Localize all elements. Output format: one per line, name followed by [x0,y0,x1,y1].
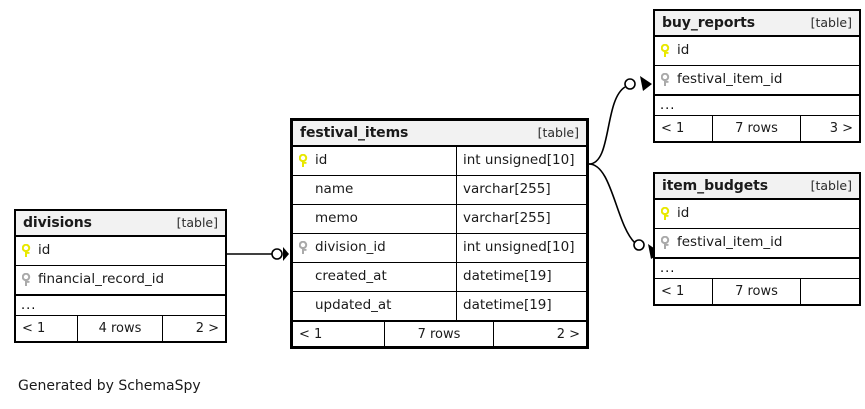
table-row[interactable]: memo varchar[255] [293,205,586,234]
column-name-label: financial_record_id [38,271,165,288]
pager-row-count: 7 rows [713,279,801,304]
table-header-item-budgets: item_budgets [table] [655,174,859,200]
table-title-festival-items: festival_items [300,125,409,141]
column-type-label: datetime[19] [456,292,586,320]
more-columns-indicator[interactable]: ... [655,95,859,116]
table-row[interactable]: created_at datetime[19] [293,263,586,292]
column-cell-id: id [293,147,456,175]
pager-row-count: 7 rows [385,322,494,346]
generated-by-caption: Generated by SchemaSpy [18,378,201,394]
pager-prev-button[interactable]: < 1 [16,316,78,341]
table-node-buy-reports[interactable]: buy_reports [table] id [653,9,861,143]
table-kind-buy-reports: [table] [810,14,852,30]
pager-row-count: 7 rows [713,116,801,141]
pager-next-button[interactable]: 2 > [195,321,219,336]
cardinality-zero-circle-divisions [271,248,283,260]
column-type-label: varchar[255] [456,205,586,233]
table-pager-festival-items: < 1 7 rows 2 > [293,321,586,346]
pager-prev-button[interactable]: < 1 [655,279,713,304]
column-name-label: id [677,205,690,222]
table-kind-festival-items: [table] [537,124,579,140]
table-row[interactable]: financial_record_id [16,266,225,295]
primary-key-icon [22,244,34,258]
column-type-label: int unsigned[10] [456,147,586,175]
cardinality-zero-circle-item-budgets [633,239,645,251]
pager-next-button[interactable]: 2 > [556,326,580,342]
table-node-item-budgets[interactable]: item_budgets [table] id [653,172,861,306]
table-kind-item-budgets: [table] [810,177,852,193]
table-columns-festival-items: id int unsigned[10] name varchar[255] me… [293,147,586,346]
column-cell-name: name [293,176,456,204]
table-row[interactable]: id [16,237,225,266]
table-row[interactable]: id [655,37,859,66]
table-columns-buy-reports: id festival_item_id ... < [655,37,859,141]
column-type-label: int unsigned[10] [456,234,586,262]
table-row[interactable]: updated_at datetime[19] [293,292,586,321]
foreign-key-icon [661,236,673,250]
table-header-divisions: divisions [table] [16,211,225,237]
table-header-buy-reports: buy_reports [table] [655,11,859,37]
column-cell-id: id [16,237,225,265]
crowsfoot-festival-items-to-buy-reports [640,76,652,91]
column-name-label: festival_item_id [677,71,783,88]
column-cell-created-at: created_at [293,263,456,291]
column-name-label: created_at [315,268,387,285]
column-type-label: datetime[19] [456,263,586,291]
pager-prev-button[interactable]: < 1 [655,116,713,141]
column-cell-memo: memo [293,205,456,233]
column-cell-financial-record-id: financial_record_id [16,266,225,294]
primary-key-icon [661,44,673,58]
table-title-item-budgets: item_budgets [662,178,768,194]
column-name-label: id [315,152,328,169]
table-row[interactable]: id int unsigned[10] [293,147,586,176]
column-type-label: varchar[255] [456,176,586,204]
column-cell-division-id: division_id [293,234,456,262]
table-header-festival-items: festival_items [table] [293,121,586,147]
column-name-label: memo [315,210,358,227]
foreign-key-icon [661,73,673,87]
column-name-label: division_id [315,239,386,256]
table-pager-divisions: < 1 4 rows 2 > [16,316,225,341]
foreign-key-icon [22,273,34,287]
column-name-label: updated_at [315,297,392,314]
relationship-festival-items-to-buy-reports [588,86,626,165]
more-columns-indicator[interactable]: ... [16,295,225,316]
column-name-label: id [677,42,690,59]
table-kind-divisions: [table] [176,214,218,230]
table-node-festival-items[interactable]: festival_items [table] id int unsigned[1… [290,118,589,349]
pager-row-count: 4 rows [78,316,163,341]
column-cell-id: id [655,37,859,65]
primary-key-icon [661,207,673,221]
column-name-label: festival_item_id [677,234,783,251]
table-title-divisions: divisions [23,215,92,231]
table-node-divisions[interactable]: divisions [table] id [14,209,227,343]
more-columns-indicator[interactable]: ... [655,258,859,279]
table-columns-item-budgets: id festival_item_id ... < [655,200,859,304]
relationship-festival-items-to-item-budgets [588,163,636,244]
table-pager-item-budgets: < 1 7 rows [655,279,859,304]
pager-next-button[interactable]: 3 > [829,121,853,136]
crowsfoot-divisions-to-festival-items [283,247,289,261]
table-pager-buy-reports: < 1 7 rows 3 > [655,116,859,141]
column-name-label: name [315,181,354,198]
table-row[interactable]: festival_item_id [655,229,859,258]
column-cell-updated-at: updated_at [293,292,456,320]
table-row[interactable]: id [655,200,859,229]
column-name-label: id [38,242,51,259]
column-cell-festival-item-id: festival_item_id [655,229,859,257]
table-columns-divisions: id financial_record_id ... [16,237,225,341]
table-title-buy-reports: buy_reports [662,15,755,31]
table-row[interactable]: festival_item_id [655,66,859,95]
primary-key-icon [299,154,311,168]
foreign-key-icon [299,241,311,255]
pager-next-button[interactable] [801,279,859,304]
column-cell-id: id [655,200,859,228]
pager-prev-button[interactable]: < 1 [293,322,385,346]
table-row[interactable]: division_id int unsigned[10] [293,234,586,263]
column-cell-festival-item-id: festival_item_id [655,66,859,94]
table-row[interactable]: name varchar[255] [293,176,586,205]
cardinality-zero-circle-buy-reports [624,78,636,90]
